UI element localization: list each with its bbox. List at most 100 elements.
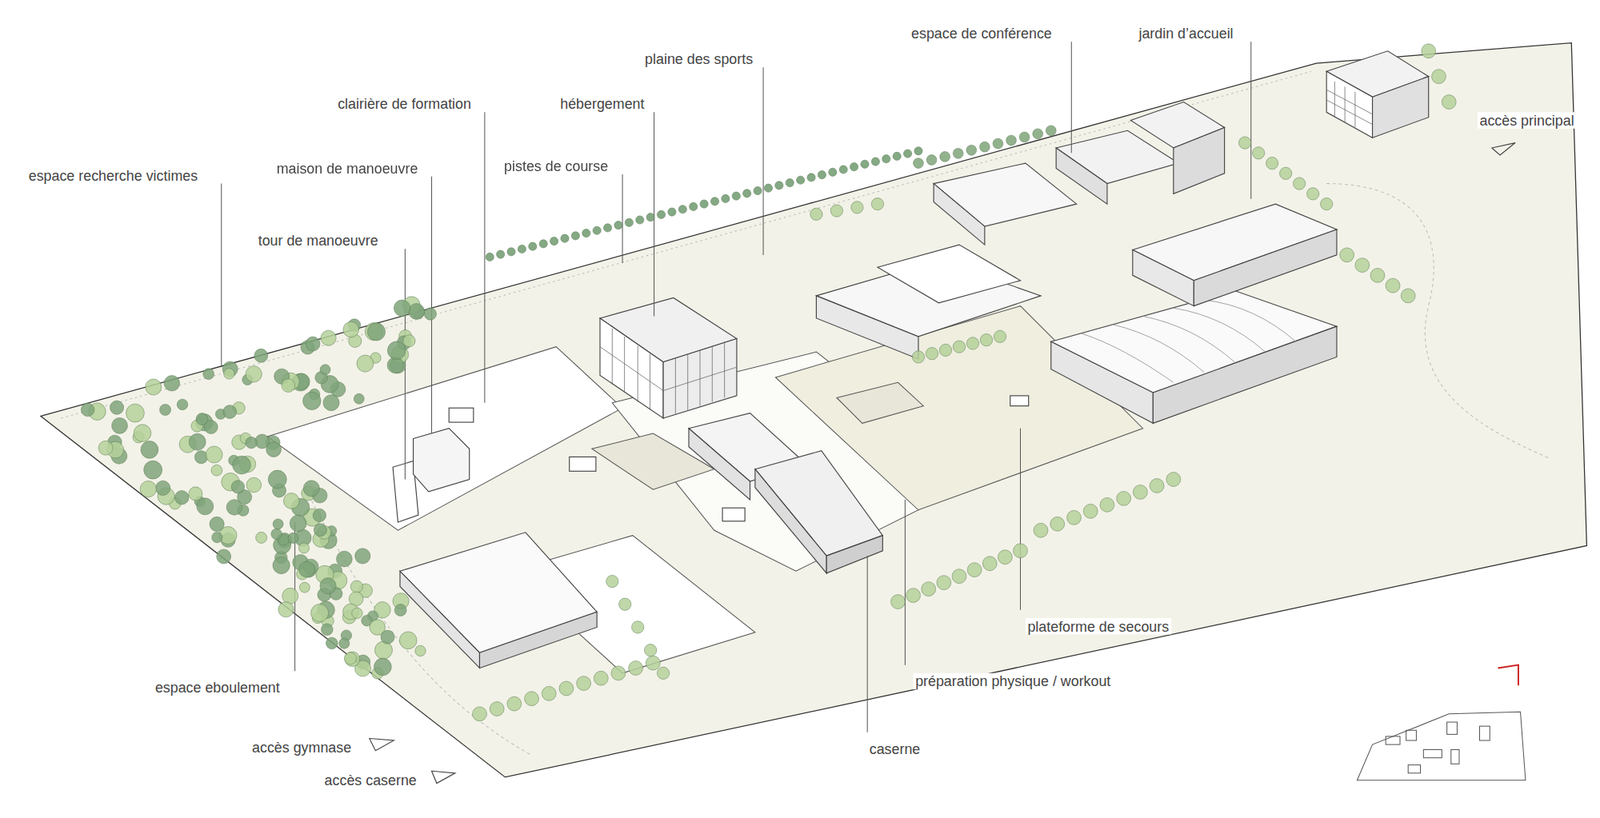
tree (524, 692, 540, 707)
tree (496, 250, 505, 259)
tree (1050, 516, 1065, 532)
tree (1238, 136, 1251, 149)
tree (1006, 135, 1017, 146)
ground-platforms (267, 306, 1143, 674)
tree (810, 208, 823, 220)
tree (387, 341, 406, 360)
tree (982, 556, 997, 572)
tree (796, 176, 805, 184)
tree (485, 252, 494, 261)
tree (940, 152, 951, 163)
tree (415, 645, 426, 656)
tree (619, 598, 632, 611)
tree (912, 351, 924, 364)
tree (1019, 132, 1030, 143)
tree (775, 181, 784, 190)
tree (399, 632, 417, 650)
tree (603, 224, 612, 232)
tree (1320, 197, 1333, 210)
site-label: accès principal (1477, 112, 1576, 128)
tree (112, 417, 128, 434)
tree (1340, 248, 1355, 263)
tree (323, 395, 340, 412)
tree (311, 604, 329, 622)
tree (209, 516, 224, 532)
tree (891, 595, 906, 610)
tree (254, 348, 268, 363)
tree (1032, 128, 1044, 140)
tree (980, 334, 992, 347)
tree (196, 413, 208, 426)
tree (828, 168, 837, 176)
tree (144, 460, 163, 480)
tree (205, 446, 223, 464)
tree (871, 157, 880, 166)
tree (507, 248, 516, 256)
tree (860, 160, 869, 168)
tree (1421, 44, 1436, 59)
tree (272, 556, 290, 574)
tree (268, 470, 287, 489)
tree (541, 686, 556, 701)
site-ground (40, 43, 1587, 778)
tree (281, 379, 296, 393)
tree (344, 652, 360, 668)
tree (326, 637, 339, 650)
tree (914, 147, 923, 156)
tree (656, 210, 665, 219)
tree (646, 213, 655, 222)
tree (645, 656, 660, 671)
tree (624, 218, 633, 227)
tree (1307, 188, 1320, 200)
tree (288, 532, 299, 544)
tree (424, 308, 436, 320)
tree (298, 543, 309, 554)
tree (175, 490, 189, 504)
tree (966, 337, 979, 350)
tree (903, 149, 912, 158)
tree (636, 216, 644, 224)
tree (582, 228, 591, 237)
tree (830, 204, 843, 217)
tree (289, 515, 307, 532)
tree (312, 508, 326, 522)
tree (906, 588, 921, 604)
tree (1432, 69, 1447, 84)
tree (1252, 147, 1264, 160)
tree (1100, 497, 1115, 512)
site-label: espace de conférence (908, 25, 1054, 42)
tree (997, 550, 1012, 565)
tree (188, 487, 203, 501)
tree (611, 666, 626, 681)
tree (632, 621, 644, 634)
tree (278, 602, 294, 618)
tree (871, 197, 884, 210)
tree (952, 569, 967, 584)
tree (1400, 288, 1416, 304)
tree (266, 442, 282, 458)
tree (628, 661, 644, 676)
tree (1265, 156, 1278, 169)
tree (98, 440, 113, 456)
tree (1067, 510, 1082, 525)
tree (393, 300, 411, 317)
tree (1355, 258, 1370, 273)
tree (140, 440, 159, 459)
tree (851, 201, 864, 214)
tree (1385, 278, 1400, 293)
tree (952, 340, 965, 353)
tree (549, 236, 558, 245)
tree (559, 681, 574, 696)
tree (272, 519, 284, 530)
site-label: hébergement (558, 96, 647, 112)
tree (1045, 125, 1056, 136)
tree (539, 240, 548, 248)
tree (849, 163, 858, 172)
tree (374, 658, 392, 676)
tree (753, 186, 762, 195)
tree (356, 355, 374, 372)
tree (1441, 95, 1456, 110)
tree (656, 667, 669, 680)
tree (560, 234, 569, 243)
tree (367, 323, 385, 341)
